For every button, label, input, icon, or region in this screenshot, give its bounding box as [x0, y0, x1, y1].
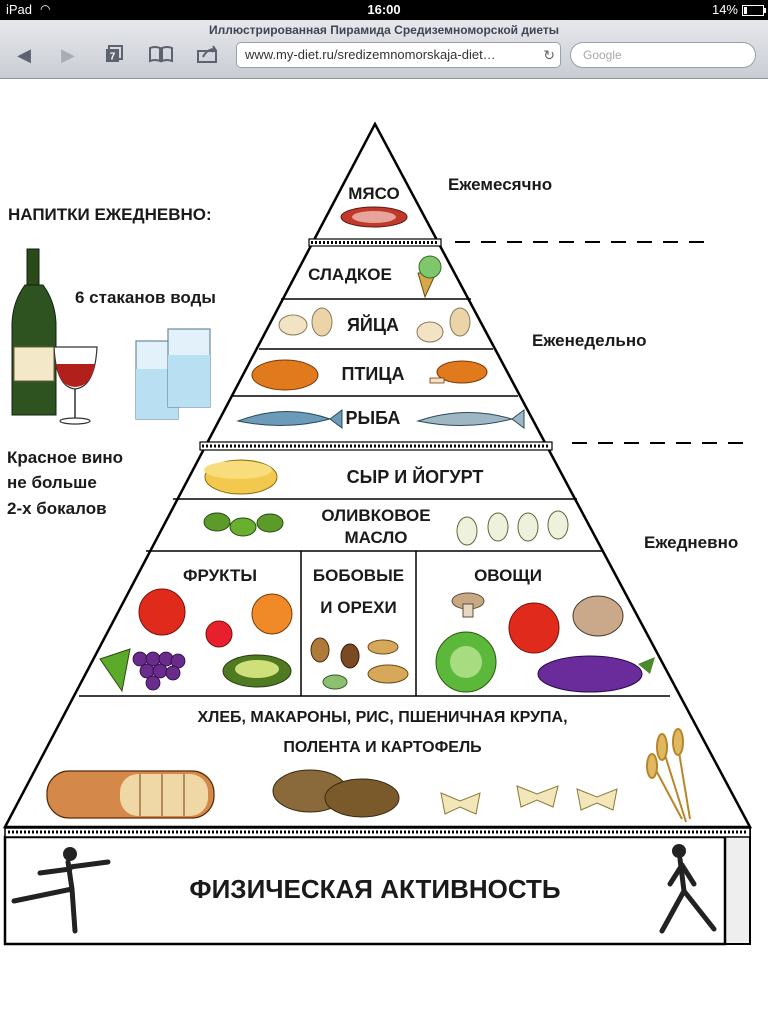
tier-eggs-label: ЯЙЦА: [346, 315, 400, 335]
tier-grains-label-2: ПОЛЕНТА И КАРТОФЕЛЬ: [283, 739, 482, 756]
tier-sweets-label: СЛАДКОЕ: [308, 265, 392, 284]
page-title: Иллюстрированная Пирамида Средиземноморс…: [208, 23, 560, 37]
tier-meat-label: МЯСО: [348, 184, 400, 203]
pyramid-diagram: [2, 121, 753, 946]
tier-fish-label: РЫБА: [345, 408, 401, 428]
drinks-wine-label-1: Красное вино: [7, 448, 124, 467]
olives-icon: [203, 510, 569, 546]
drinks-wine-label-2: не больше: [7, 473, 97, 492]
eggs-icon: [278, 307, 471, 343]
drinks-heading: НАПИТКИ ЕЖЕДНЕВНО:: [8, 205, 212, 224]
search-input[interactable]: Google: [570, 42, 756, 68]
frequency-monthly: Ежемесячно: [448, 175, 553, 194]
activity-label: ФИЗИЧЕСКАЯ АКТИВНОСТЬ: [189, 874, 561, 904]
potato-icon: [272, 769, 400, 818]
clock: 16:00: [367, 2, 401, 17]
browser-toolbar: Иллюстрированная Пирамида Средиземноморс…: [0, 20, 768, 79]
wine-glass-icon: [53, 346, 98, 425]
battery-icon: [742, 5, 766, 16]
fruits-icon: [99, 588, 293, 693]
frequency-weekly: Еженедельно: [532, 331, 647, 350]
steak-icon: [340, 206, 408, 228]
share-icon: [197, 45, 217, 63]
share-button[interactable]: [194, 44, 222, 66]
battery-percent: 14%: [711, 2, 738, 17]
tier-poultry-label: ПТИЦА: [341, 364, 405, 384]
url-text: www.my-diet.ru/sredizemnomorskaja-diet…: [245, 47, 496, 62]
page-content: МЯСО СЛАДКОЕ ЯЙЦА ПТИЦА РЫБА СЫР И ЙОГУР…: [0, 79, 768, 1024]
activity-base: [3, 835, 727, 946]
drinks-wine-label-3: 2-х бокалов: [7, 499, 107, 518]
forward-button[interactable]: ▶: [61, 45, 75, 65]
wheat-icon: [646, 728, 691, 823]
frequency-daily: Ежедневно: [644, 533, 739, 552]
tier-vegetables-label: ОВОЩИ: [474, 566, 542, 585]
tabs-icon: 7: [106, 45, 123, 63]
tab-count: 7: [110, 52, 116, 63]
ice-cream-icon: [417, 255, 442, 299]
bookmarks-button[interactable]: [147, 44, 175, 66]
tier-legumes-label-2: И ОРЕХИ: [320, 598, 397, 617]
tier-cheese-label: СЫР И ЙОГУРТ: [346, 467, 484, 487]
drinks-water-label: 6 стаканов воды: [75, 288, 216, 307]
legumes-icon: [310, 637, 409, 690]
tier-legumes-label-1: БОБОВЫЕ: [312, 566, 405, 585]
cheese-icon: [204, 459, 278, 495]
book-icon: [149, 46, 173, 63]
pasta-icon: [440, 785, 618, 815]
tier-oil-label-1: ОЛИВКОВОЕ: [321, 506, 431, 525]
back-button[interactable]: ◀: [17, 45, 31, 65]
tabs-button[interactable]: 7: [100, 44, 128, 66]
tier-dividers: [79, 238, 670, 697]
walker-icon: [659, 844, 717, 934]
url-field[interactable]: www.my-diet.ru/sredizemnomorskaja-diet… …: [236, 42, 561, 68]
reload-icon[interactable]: ↻: [543, 47, 555, 63]
vegetables-icon: [435, 592, 655, 693]
tier-fruits-label: ФРУКТЫ: [182, 566, 258, 585]
tier-oil-label-2: МАСЛО: [344, 528, 408, 547]
status-bar: iPad ◠ 16:00 14%: [0, 0, 768, 20]
tier-grains-label-1: ХЛЕБ, МАКАРОНЫ, РИС, ПШЕНИЧНАЯ КРУПА,: [197, 709, 568, 726]
device-name: iPad: [6, 2, 33, 17]
wifi-icon: ◠: [40, 2, 51, 16]
fish-icon: [236, 409, 525, 429]
pyramid-front: [2, 121, 753, 829]
water-glasses-icon: [135, 328, 211, 420]
poultry-icon: [251, 359, 488, 391]
wine-bottle-icon: [11, 248, 57, 416]
dancer-icon: [11, 847, 111, 934]
bread-icon: [46, 770, 215, 819]
